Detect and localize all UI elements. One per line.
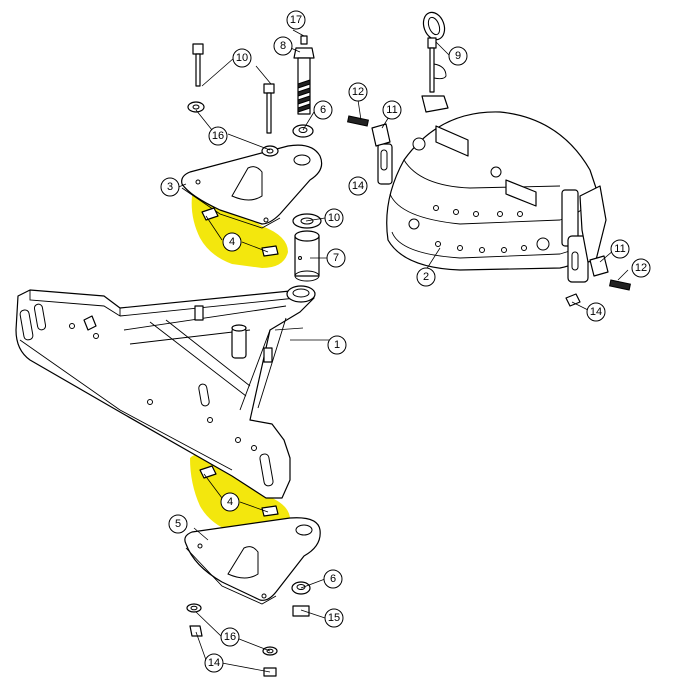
callout-label-8: 8 <box>280 40 286 52</box>
callout-label-16-upper: 16 <box>212 130 224 142</box>
callout-label-16-lower: 16 <box>224 631 236 643</box>
callout-label-14-far-right: 14 <box>590 306 602 318</box>
callout-8: 8 <box>273 36 293 56</box>
callout-2: 2 <box>416 267 436 287</box>
callout-14-right: 14 <box>348 176 368 196</box>
callout-16-lower: 16 <box>220 627 240 647</box>
callout-label-7: 7 <box>333 252 339 264</box>
callout-label-2: 2 <box>423 271 429 283</box>
callout-11-upper: 11 <box>382 100 402 120</box>
bushing-part <box>292 213 322 282</box>
pivot-bolt-part <box>292 35 315 138</box>
callout-label-3: 3 <box>167 181 173 193</box>
lower-plate-part <box>184 517 321 605</box>
callout-label-11-lower: 11 <box>614 243 625 255</box>
callout-label-14-bottom: 14 <box>208 657 220 669</box>
callout-label-4-lower: 4 <box>227 496 233 508</box>
callout-5: 5 <box>168 514 188 534</box>
callout-label-4-upper: 4 <box>229 236 235 248</box>
callout-12-upper: 12 <box>348 82 368 102</box>
callout-label-11-upper: 11 <box>386 104 397 116</box>
a-frame-part <box>15 285 316 499</box>
callout-6-lower: 6 <box>323 569 343 589</box>
pad-parts-lower <box>199 465 279 517</box>
callout-17: 17 <box>286 10 306 30</box>
callout-1: 1 <box>327 335 347 355</box>
callout-label-6-upper: 6 <box>320 104 326 116</box>
callout-4-lower: 4 <box>220 492 240 512</box>
callout-label-14-right: 14 <box>352 180 364 192</box>
callout-3: 3 <box>160 177 180 197</box>
callout-label-6-lower: 6 <box>330 573 336 585</box>
leader-lines <box>175 29 629 673</box>
callout-4-upper: 4 <box>222 232 242 252</box>
callout-label-15: 15 <box>328 612 340 624</box>
callout-label-10-lower: 10 <box>328 212 340 224</box>
callout-label-10-upper: 10 <box>236 52 248 64</box>
callout-label-5: 5 <box>175 518 181 530</box>
callout-15: 15 <box>324 608 344 628</box>
pivot-plate-assembly <box>377 95 607 283</box>
callout-label-1: 1 <box>334 339 340 351</box>
callout-11-lower: 11 <box>610 239 630 259</box>
callout-6-upper: 6 <box>313 100 333 120</box>
callout-10-lower: 10 <box>324 208 344 228</box>
hardware-parts <box>186 115 631 677</box>
callout-14-far-right: 14 <box>586 302 606 322</box>
callout-label-12-lower: 12 <box>635 262 647 274</box>
callout-16-upper: 16 <box>208 126 228 146</box>
callout-9: 9 <box>448 46 468 66</box>
pad-parts-upper <box>201 207 279 257</box>
callout-14-bottom: 14 <box>204 653 224 673</box>
callout-label-9: 9 <box>455 50 461 62</box>
callout-label-12-upper: 12 <box>352 86 364 98</box>
callout-10-upper: 10 <box>232 48 252 68</box>
callout-label-17: 17 <box>290 14 302 26</box>
callout-7: 7 <box>326 248 346 268</box>
lock-pin-part <box>422 11 447 93</box>
callout-12-lower: 12 <box>631 258 651 278</box>
long-bolts-part <box>187 43 279 157</box>
upper-plate-part <box>181 144 323 229</box>
